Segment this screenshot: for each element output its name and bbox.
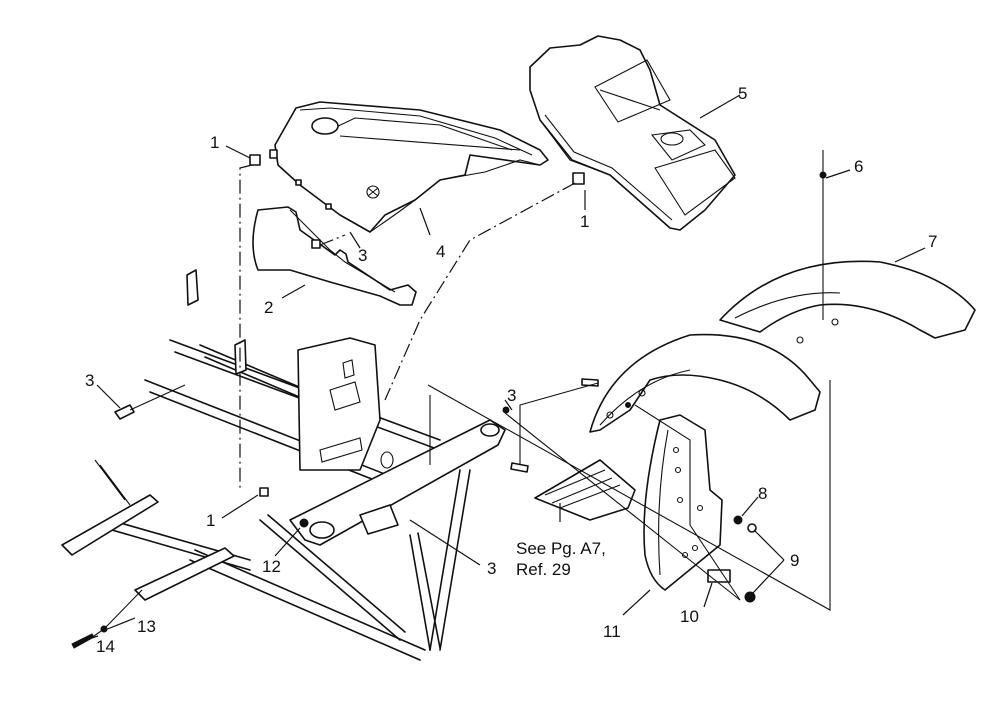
callout-1-cab-clip: 1 bbox=[210, 133, 220, 152]
callout-12: 12 bbox=[262, 557, 281, 576]
assembly-lines bbox=[93, 164, 831, 637]
nut-9 bbox=[744, 591, 756, 603]
nut-8 bbox=[733, 515, 743, 525]
front-cab bbox=[269, 101, 549, 233]
callout-5: 5 bbox=[738, 84, 748, 103]
reference-note-line2: Ref. 29 bbox=[516, 560, 571, 579]
callout-2: 2 bbox=[264, 298, 274, 317]
clip-1b bbox=[572, 172, 585, 185]
reference-note-line1: See Pg. A7, bbox=[516, 539, 606, 558]
callout-1-console-clip: 1 bbox=[580, 212, 590, 231]
callout-3-footrest-screw: 3 bbox=[507, 386, 517, 405]
callout-4: 4 bbox=[436, 242, 446, 261]
fenders bbox=[589, 260, 976, 433]
callout-3-left-screw: 3 bbox=[85, 371, 95, 390]
callout-8: 8 bbox=[758, 484, 768, 503]
clip-1c bbox=[259, 487, 269, 497]
screw-3-left bbox=[114, 404, 135, 420]
callout-3-frame-screw: 3 bbox=[487, 559, 497, 578]
reference-note: See Pg. A7, Ref. 29 bbox=[516, 538, 606, 580]
rear-cab bbox=[529, 35, 736, 231]
mud-flap bbox=[643, 414, 723, 591]
callout-10: 10 bbox=[680, 607, 699, 626]
bolt-14 bbox=[71, 633, 95, 649]
frame bbox=[61, 269, 506, 661]
screw-3-cab bbox=[311, 239, 321, 249]
callout-9: 9 bbox=[790, 551, 800, 570]
callout-13: 13 bbox=[137, 617, 156, 636]
screw-3-mid bbox=[510, 462, 529, 473]
callout-11: 11 bbox=[603, 622, 621, 641]
clip-1a bbox=[249, 154, 261, 166]
callout-7: 7 bbox=[928, 232, 938, 251]
fastener-12 bbox=[299, 518, 309, 528]
callout-3-cab-screw: 3 bbox=[358, 246, 368, 265]
leader-lines bbox=[84, 94, 926, 641]
footrest bbox=[534, 459, 636, 521]
inner-panel bbox=[252, 206, 417, 306]
callout-6: 6 bbox=[854, 157, 864, 176]
callout-14: 14 bbox=[96, 637, 115, 656]
callout-1-frame-clip: 1 bbox=[206, 511, 216, 530]
